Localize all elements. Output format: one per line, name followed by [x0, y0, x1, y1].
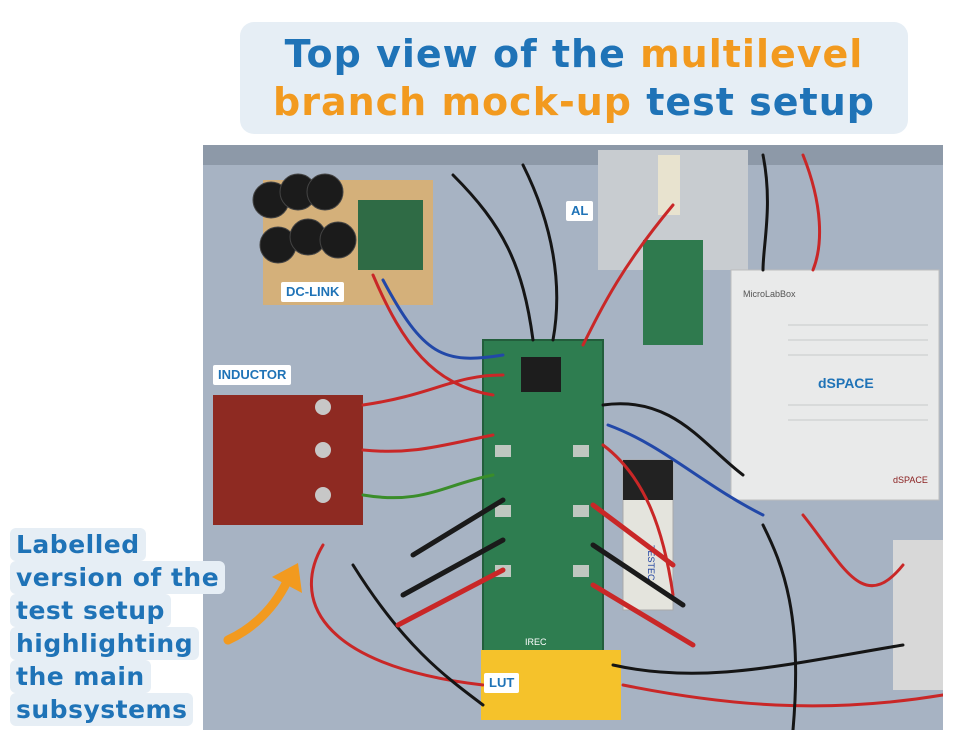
dspace-panel-lines [788, 324, 928, 421]
caption-line-4: highlighting [10, 627, 200, 660]
table-edge [203, 145, 943, 165]
title-text-1: Top view of the [284, 32, 641, 76]
testec-text: TESTEC [646, 545, 656, 581]
dc-link-pcb [358, 200, 423, 270]
caption-line-1: Labelled [10, 528, 146, 561]
bench-supply [893, 540, 943, 690]
dc-link-capacitors [252, 173, 357, 264]
title-text-2: test setup [631, 80, 875, 124]
dc-link-label: DC-LINK [281, 282, 345, 302]
dspace-brand-text: dSPACE [893, 475, 928, 485]
lut-label: LUT [484, 673, 520, 693]
controller-chip [521, 357, 561, 392]
probe-leads [395, 497, 696, 648]
cables [310, 153, 943, 730]
caption-line-6: subsystems [10, 693, 194, 726]
caption-line-2: version of the [10, 561, 226, 594]
inductor-body [213, 395, 363, 525]
microlabbox-text: MicroLabBox [743, 289, 796, 299]
title-highlight-2: branch mock-up [273, 80, 632, 124]
dspace-label: dSPACE [818, 375, 874, 391]
dspace-box [730, 269, 940, 501]
caption: Labelled version of the test setup highl… [10, 528, 270, 726]
test-setup-photo: MicroLabBox dSPACE IREC TESTEC [203, 145, 943, 730]
caption-line-3: test setup [10, 594, 171, 627]
al-terminal-block [658, 155, 680, 215]
al-label: AL [566, 201, 594, 221]
title-banner: Top view of the multilevel branch mock-u… [240, 22, 908, 134]
inductor-label: INDUCTOR [213, 365, 292, 385]
irec-pcb-text: IREC [525, 637, 547, 647]
test-setup-illustration: MicroLabBox dSPACE IREC TESTEC [203, 145, 943, 730]
testec-probe-top [623, 460, 673, 500]
arrow-icon [223, 563, 302, 645]
caption-line-5: the main [10, 660, 151, 693]
inductor-terminals [315, 399, 331, 503]
title-highlight-1: multilevel [640, 32, 864, 76]
al-pcb [643, 240, 703, 345]
title-line-2: branch mock-up test setup [273, 78, 875, 126]
title-line-1: Top view of the multilevel [285, 30, 864, 78]
